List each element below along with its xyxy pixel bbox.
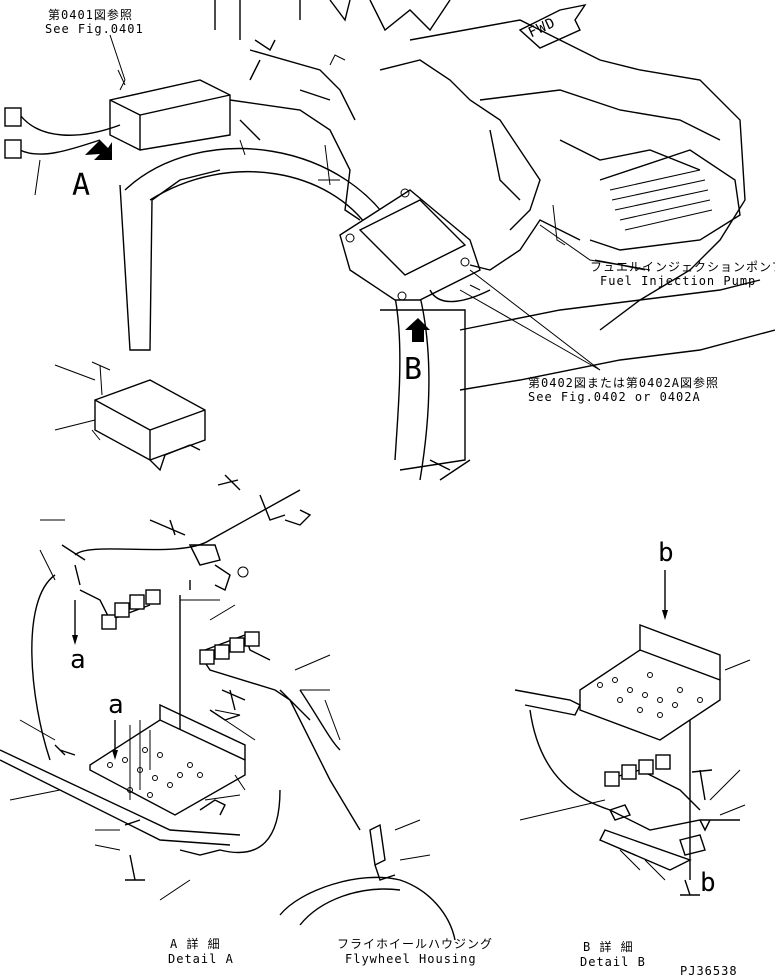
- flywheel-housing-en: Flywheel Housing: [345, 952, 477, 966]
- controller-small: [54, 361, 206, 472]
- ref-0402-en: See Fig.0402 or 0402A: [528, 390, 701, 404]
- injection-pump-en: Fuel Injection Pump: [600, 274, 757, 288]
- ref-0402-jp: 第0402図または第0402A図参照: [528, 376, 720, 390]
- callout-b-lower: b: [700, 868, 716, 898]
- callout-b-upper: b: [658, 538, 674, 568]
- flywheel-housing-jp: フライホイールハウジング: [337, 937, 494, 951]
- ref-0401-en: See Fig.0401: [45, 22, 144, 36]
- detail-a-drawing: [0, 474, 456, 941]
- detail-a-title-jp: A 詳 細: [170, 937, 221, 951]
- detail-b-title-en: Detail B: [580, 955, 646, 969]
- detail-b-title-jp: B 詳 細: [583, 940, 634, 954]
- callout-a-lower: a: [70, 645, 86, 675]
- detail-a-title-en: Detail A: [168, 952, 234, 966]
- detail-b-drawing: [514, 570, 751, 896]
- controller-box-a: [4, 39, 361, 221]
- detail-a-letter: A: [72, 168, 91, 203]
- engine-outline: [214, 0, 775, 481]
- callout-a-mid: a: [108, 690, 124, 720]
- detail-b-letter: B: [404, 352, 423, 387]
- drawing-number: PJ36538: [680, 964, 738, 978]
- controller-box-b: [339, 188, 646, 371]
- ref-0401-jp: 第0401図参照: [48, 8, 133, 22]
- fwd-arrow: [518, 3, 587, 49]
- leader-lines: [109, 34, 651, 371]
- injection-pump-jp: フュエルインジェクションポンプ: [590, 260, 775, 274]
